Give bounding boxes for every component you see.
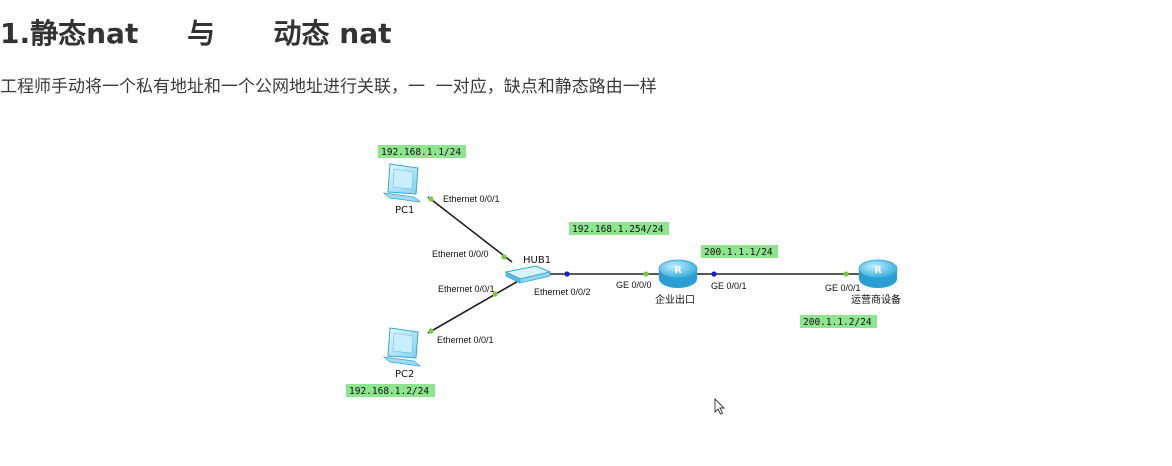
router-icon[interactable]: R bbox=[658, 259, 698, 288]
port-label: Ethernet 0/0/1 bbox=[438, 284, 495, 294]
ip-label-r1-public: 200.1.1.1/24 bbox=[704, 247, 773, 258]
ip-label-pc2: 192.168.1.2/24 bbox=[349, 386, 429, 397]
device-label-pc1: PC1 bbox=[395, 205, 414, 216]
cursor-icon bbox=[714, 397, 726, 415]
port-dot bbox=[428, 196, 434, 202]
port-dot bbox=[428, 328, 434, 334]
ip-label-box bbox=[346, 384, 435, 397]
port-dot bbox=[501, 254, 507, 260]
pc-icon[interactable] bbox=[382, 163, 422, 203]
port-dot bbox=[492, 291, 498, 297]
ip-label-box bbox=[569, 222, 669, 235]
port-label: GE 0/0/0 bbox=[616, 280, 652, 290]
ip-label-box bbox=[701, 245, 778, 258]
svg-text:R: R bbox=[674, 265, 682, 276]
ip-label-box bbox=[800, 315, 877, 328]
port-label: Ethernet 0/0/0 bbox=[432, 249, 489, 259]
ip-label-r2-public: 200.1.1.2/24 bbox=[803, 317, 872, 328]
svg-text:R: R bbox=[874, 265, 882, 276]
ip-label-box bbox=[378, 145, 466, 158]
device-label-router-enterprise: 企业出口 bbox=[655, 293, 695, 306]
port-label: Ethernet 0/0/1 bbox=[443, 194, 500, 204]
device-label-router-isp: 运营商设备 bbox=[851, 293, 901, 306]
port-label: GE 0/0/1 bbox=[825, 283, 861, 293]
device-label-hub: HUB1 bbox=[523, 255, 551, 266]
router-icon[interactable]: R bbox=[858, 259, 898, 288]
ip-label-pc1: 192.168.1.1/24 bbox=[381, 147, 461, 158]
pc-icon[interactable] bbox=[382, 327, 422, 367]
port-dot bbox=[564, 271, 570, 277]
ip-label-gateway: 192.168.1.254/24 bbox=[572, 224, 664, 235]
port-dot bbox=[643, 271, 649, 277]
link-pc1-hub bbox=[427, 196, 513, 263]
link-pc2-hub bbox=[427, 279, 521, 334]
description-text: 工程师手动将一个私有地址和一个公网地址进行关联，一 一对应，缺点和静态路由一样 bbox=[0, 77, 657, 97]
page-title: 1.静态nat 与 动态 nat bbox=[0, 17, 392, 50]
port-label: GE 0/0/1 bbox=[711, 281, 747, 291]
port-dot bbox=[843, 271, 849, 277]
port-label: Ethernet 0/0/1 bbox=[437, 335, 494, 345]
port-label: Ethernet 0/0/2 bbox=[534, 287, 591, 297]
port-dot bbox=[711, 271, 717, 277]
hub-icon[interactable] bbox=[504, 265, 552, 284]
device-label-pc2: PC2 bbox=[395, 369, 414, 380]
